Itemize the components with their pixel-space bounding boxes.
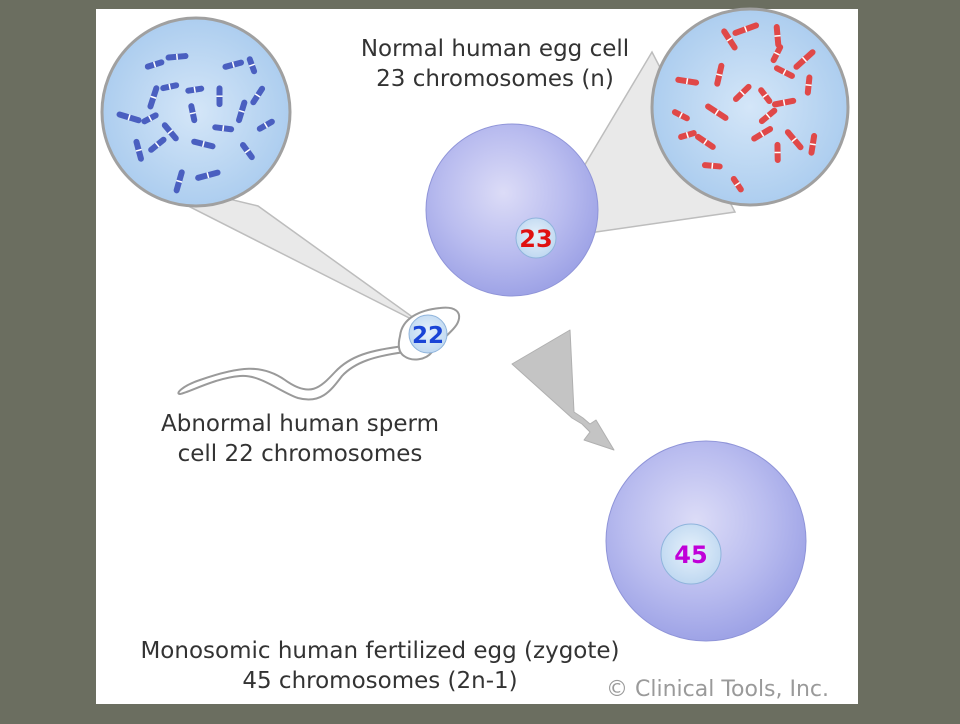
sperm-chromosome-count: 22	[412, 323, 444, 349]
egg-cell-label: Normal human egg cell 23 chromosomes (n)	[300, 34, 690, 94]
egg-label-line1: Normal human egg cell	[300, 34, 690, 64]
chromosome-centromere	[810, 144, 816, 145]
egg-label-line2: 23 chromosomes (n)	[300, 64, 690, 94]
sperm-cell-label: Abnormal human sperm cell 22 chromosomes	[110, 409, 490, 469]
chromosome-centromere	[223, 125, 224, 131]
chromosome-centromere	[712, 163, 713, 169]
chromosome-centromere	[775, 36, 781, 37]
zygote-chromosome-count: 45	[674, 541, 707, 569]
copyright-notice: © Clinical Tools, Inc.	[606, 677, 860, 702]
zygote-label-line1: Monosomic human fertilized egg (zygote)	[60, 636, 700, 666]
chromosome-centromere	[806, 85, 812, 86]
zygote-label-line2: 45 chromosomes (2n-1)	[60, 666, 700, 696]
egg-cell	[426, 124, 598, 296]
sperm-label-line1: Abnormal human sperm	[110, 409, 490, 439]
chromosome-centromere	[177, 54, 178, 60]
sperm-label-line2: cell 22 chromosomes	[110, 439, 490, 469]
chromosome-centromere	[194, 87, 195, 93]
fertilization-arrow	[512, 330, 614, 450]
zygote-label: Monosomic human fertilized egg (zygote) …	[60, 636, 700, 696]
egg-chromosome-count: 23	[519, 225, 552, 253]
sperm-tail	[178, 346, 405, 400]
